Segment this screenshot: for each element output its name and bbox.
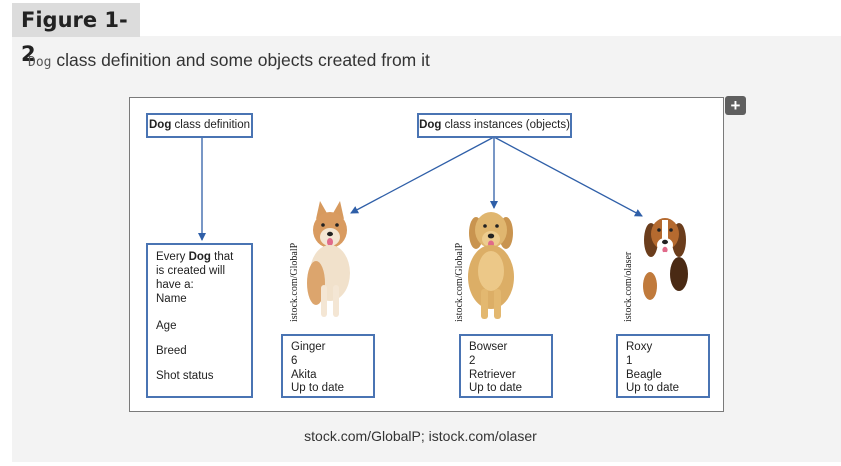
attribute-breed: Breed xyxy=(156,344,187,357)
instance-breed: Akita xyxy=(291,368,317,381)
instance-shot-status: Up to date xyxy=(626,382,680,395)
beagle-dog-photo xyxy=(643,218,688,320)
photo-credit-roxy: istock.com/olaser xyxy=(623,251,634,322)
instances-title: class instances (objects) xyxy=(441,119,570,131)
plus-icon[interactable]: + xyxy=(725,96,746,115)
instance-age: 6 xyxy=(291,354,298,367)
instances-title-bold: Dog xyxy=(419,119,442,131)
arrow-instances-to-roxy xyxy=(493,136,643,217)
instance-breed: Retriever xyxy=(469,368,516,381)
attribute-name: Name xyxy=(156,293,187,305)
instance-shot-status: Up to date xyxy=(469,382,523,395)
instance-box-bowser: Bowser 2 Retriever Up to date xyxy=(459,334,553,398)
photo-credit-bowser: istock.com/GlobalP xyxy=(454,242,465,322)
source-note: stock.com/GlobalP; istock.com/olaser xyxy=(304,428,537,444)
photo-credit-ginger: istock.com/GlobalP xyxy=(289,242,300,322)
golden-retriever-dog-photo xyxy=(468,212,514,319)
attribute-shot-status: Shot status xyxy=(156,370,214,383)
caption-text: class definition and some objects create… xyxy=(51,50,430,70)
instance-box-roxy: Roxy 1 Beagle Up to date xyxy=(616,334,710,398)
instances-box: Dog class instances (objects) xyxy=(417,113,572,138)
instance-breed: Beagle xyxy=(626,368,662,381)
instance-name: Ginger xyxy=(291,341,326,353)
instance-shot-status: Up to date xyxy=(291,382,345,395)
instance-name: Roxy xyxy=(626,341,653,353)
instance-box-ginger: Ginger 6 Akita Up to date xyxy=(281,334,375,398)
class-definition-title: class definition xyxy=(171,119,250,131)
attributes-intro: Every Dog that is created will have a: xyxy=(156,251,234,291)
instance-name: Bowser xyxy=(469,341,508,353)
attributes-box: Every Dog that is created will have a: N… xyxy=(146,243,253,398)
figure-caption: Dog class definition and some objects cr… xyxy=(28,50,430,71)
instance-age: 1 xyxy=(626,354,633,367)
class-definition-title-bold: Dog xyxy=(149,119,172,131)
figure-label: Figure 1-2 xyxy=(12,3,140,66)
attribute-age: Age xyxy=(156,319,177,332)
akita-dog-photo xyxy=(307,201,350,317)
arrow-instances-to-ginger xyxy=(350,136,495,214)
instance-age: 2 xyxy=(469,354,476,367)
class-definition-box: Dog class definition xyxy=(146,113,253,138)
caption-code: Dog xyxy=(28,55,52,70)
